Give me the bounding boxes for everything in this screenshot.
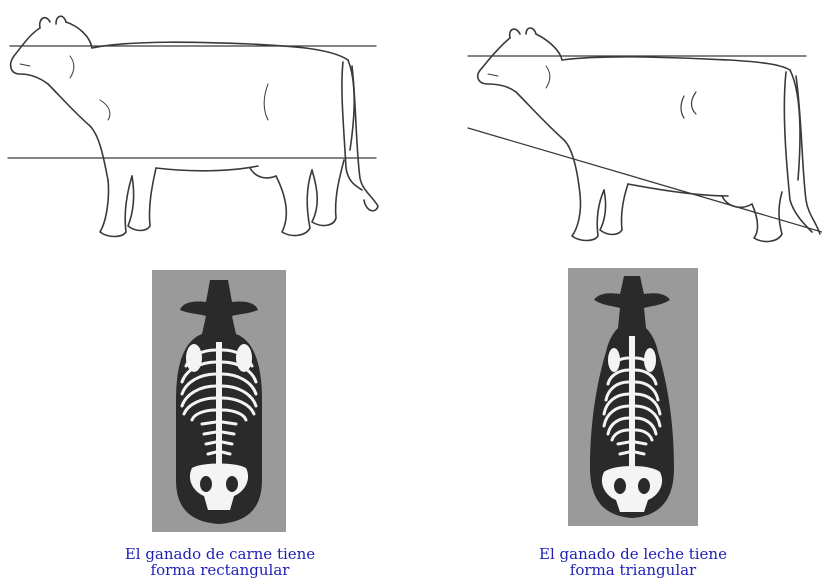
beef-cattle-caption: El ganado de carne tiene forma rectangul… bbox=[60, 546, 380, 578]
beef-cow-illustration bbox=[0, 0, 390, 250]
dairy-cattle-caption: El ganado de leche tiene forma triangula… bbox=[478, 546, 788, 578]
dairy-caption-line2: forma triangular bbox=[478, 562, 788, 578]
dairy-caption-line1: El ganado de leche tiene bbox=[478, 546, 788, 562]
beef-caption-line1: El ganado de carne tiene bbox=[60, 546, 380, 562]
dairy-cow-illustration bbox=[460, 0, 822, 250]
beef-cattle-xray-image bbox=[152, 270, 286, 532]
dairy-cattle-xray-image bbox=[568, 268, 698, 526]
beef-caption-line2: forma rectangular bbox=[60, 562, 380, 578]
